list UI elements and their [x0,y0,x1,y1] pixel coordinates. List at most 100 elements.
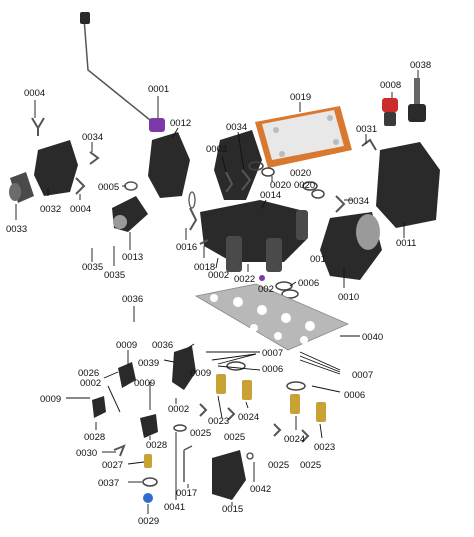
clips-0025 [199,403,310,443]
label-0014: 0014 [260,190,281,201]
clip-0018 [199,239,209,245]
clip-0031 [361,138,377,151]
manifold-leg-b [266,238,282,272]
label-0036-mid: 0036 [152,340,173,351]
label-0011: 0011 [396,238,416,249]
label-0036-top: 0036 [122,294,143,305]
label-0003: 0003 [206,144,227,155]
label-0019: 0019 [290,92,311,103]
fitting-0029-blue [143,493,153,503]
oring-0020-c [302,181,318,191]
label-0006-top: 0006 [298,278,319,289]
red-valve-0008 [382,98,398,126]
manifold-leg-a [226,236,242,272]
hook-0017 [183,445,193,482]
label-0004-mid: 0004 [70,204,91,215]
small-purple-part [259,275,265,281]
label-0009-a: 0009 [116,340,137,351]
label-0020-b: 0020 [290,168,311,179]
label-0024-a: 0024 [238,412,259,423]
heat-exchanger-0019 [255,106,352,168]
label-0016: 0016 [176,242,197,253]
oring-0020-a [248,161,264,171]
valve-block-top [214,130,262,200]
label-0012: 0012 [170,118,191,129]
label-0001: 0001 [148,84,169,95]
pump-housing-0011 [376,142,440,228]
label-0007-a: 0007 [262,348,283,359]
label-0020-a: 0020 [270,180,291,191]
label-0034-left: 0034 [82,132,103,143]
cylinder-end [9,183,21,201]
sensor-0038 [408,78,426,122]
oring-0007-lower [226,361,246,371]
oring-0020-d [311,189,325,199]
label-0039: 0039 [138,358,159,369]
label-0004-top: 0004 [24,88,45,99]
label-0006-mid: 0006 [262,364,283,375]
label-0041: 0041 [164,502,185,513]
label-0017: 0017 [176,488,197,499]
ring-0041 [173,424,187,432]
label-0025-d: 0025 [300,460,321,471]
label-0002-mid: 0002 [80,378,101,389]
label-0037: 0037 [98,478,119,489]
label-0023-a: 0023 [208,416,229,427]
label-0010: 0010 [338,292,359,303]
label-0008: 0008 [380,80,401,91]
pump-motor-face [356,214,380,250]
label-0025-a: 0025 [190,428,211,439]
label-0020-c: 0020 [294,180,315,191]
label-0034-mid: 0034 [226,122,247,133]
fitting-0027 [144,454,152,468]
label-0042: 0042 [250,484,271,495]
oring-0020-b [261,167,275,177]
clip-0034-left [89,151,100,165]
label-0025-c: 0025 [268,460,289,471]
label-0027: 0027 [102,460,123,471]
label-0015: 0015 [222,504,243,515]
clip-0004-mid [75,177,86,195]
label-0002-top: 0002 [208,270,229,281]
label-0022: 0022 [234,274,255,285]
label-0030: 0030 [76,448,97,459]
part-labels: 0004 0001 0012 0034 0005 0032 0004 0033 … [6,60,431,527]
purple-knob [149,118,165,132]
oring-0016 [188,191,196,209]
rod-cap [80,12,90,24]
oring-0006-b [281,289,299,299]
label-0035-b: 0035 [104,270,125,281]
oring-0005 [124,181,138,191]
label-0038: 0038 [410,60,431,71]
clip-0030 [113,444,126,457]
label-001-trunc: 001 [310,254,326,265]
part-0028-b [140,414,158,438]
label-0006-right: 0006 [344,390,365,401]
clip-0003 [225,171,234,193]
clip-0034-right [335,195,346,213]
label-0007-b: 0007 [352,370,373,381]
label-0024-b: 0024 [284,434,305,445]
label-0002-low: 0002 [168,404,189,415]
valve-0039 [172,346,196,390]
oring-0006-lower [286,381,306,391]
washer-0042 [246,452,254,460]
rod-0001 [83,17,151,121]
part-0028-a [92,396,106,418]
label-0023-b: 0023 [314,442,335,453]
valve-0012 [148,132,190,198]
motor-face [113,215,127,229]
label-0032: 0032 [40,204,61,215]
manifold-leg-c [296,210,308,240]
parts-drawings [9,12,440,503]
label-0033: 0033 [6,224,27,235]
leader-lines [15,70,419,514]
clip-0004 [31,117,45,136]
brass-fittings [216,374,326,422]
label-0028-b: 0028 [146,440,167,451]
label-0040: 0040 [362,332,383,343]
part-0026 [118,362,136,388]
oring-0006-a [275,281,293,291]
